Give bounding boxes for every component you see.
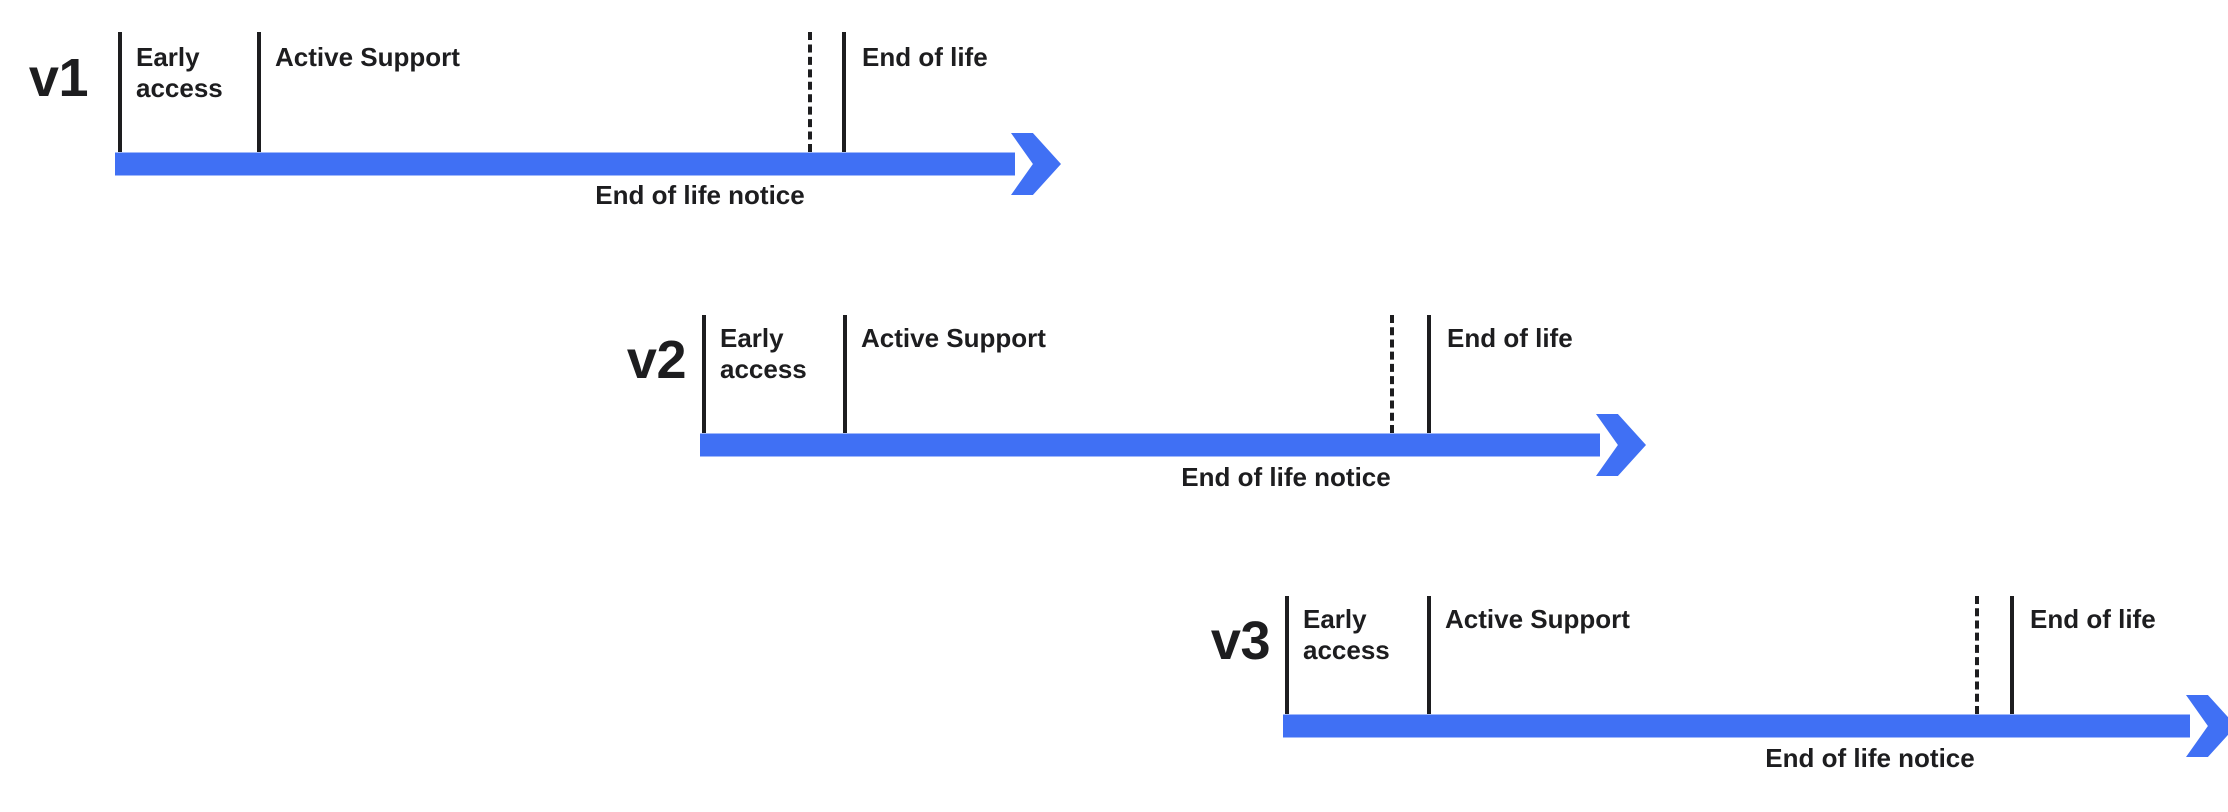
end-of-life-notice-marker: [808, 32, 812, 152]
phase-label: Early access: [136, 42, 223, 103]
phase-label: Early access: [720, 323, 807, 384]
phase-divider-tick: [1427, 596, 1431, 714]
timeline-arrow: [700, 413, 1652, 476]
phase-label: Active Support: [1445, 604, 1630, 634]
arrow-head: [2186, 694, 2228, 757]
end-of-life-notice-marker: [1390, 315, 1394, 433]
phase-label: Active Support: [275, 42, 460, 72]
phase-divider-tick: [118, 32, 122, 152]
arrow-head: [1596, 413, 1646, 476]
end-of-life-notice-marker: [1975, 596, 1979, 714]
arrow-head: [1011, 132, 1061, 195]
version-label-v3: v3: [1210, 611, 1271, 671]
phase-label: End of life: [2030, 604, 2156, 634]
phase-label: End of life: [1447, 323, 1573, 353]
arrow-shaft: [700, 433, 1600, 456]
arrow-shaft: [115, 152, 1015, 175]
arrow-shaft: [1283, 714, 2190, 737]
phase-label: Early access: [1303, 604, 1390, 665]
phase-divider-tick: [702, 315, 706, 433]
phase-divider-tick: [2010, 596, 2014, 714]
phase-label: Active Support: [861, 323, 1046, 353]
phase-label: End of life: [862, 42, 988, 72]
version-label-v1: v1: [28, 48, 89, 108]
version-label-v2: v2: [626, 330, 687, 390]
phase-divider-tick: [257, 32, 261, 152]
end-of-life-notice-label: End of life notice: [595, 180, 805, 210]
phase-divider-tick: [842, 32, 846, 152]
phase-divider-tick: [1285, 596, 1289, 714]
timeline-arrow: [1283, 694, 2228, 757]
phase-divider-tick: [843, 315, 847, 433]
timeline-arrow: [115, 132, 1067, 195]
end-of-life-notice-label: End of life notice: [1765, 743, 1975, 773]
phase-divider-tick: [1427, 315, 1431, 433]
end-of-life-notice-label: End of life notice: [1181, 462, 1391, 492]
